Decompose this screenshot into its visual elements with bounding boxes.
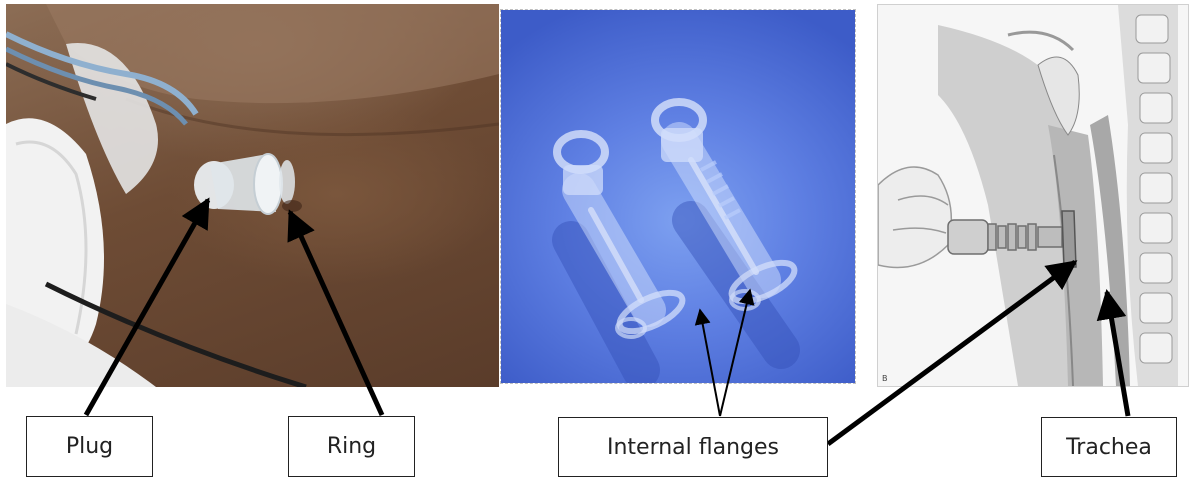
sagittal-neck-drawing: [878, 5, 1188, 386]
neck-photo-illustration: [6, 4, 499, 387]
internal-flanges-label: Internal flanges: [558, 417, 828, 477]
plug-label: Plug: [26, 416, 153, 477]
neck-photo: [6, 4, 499, 387]
trachea-label: Trachea: [1041, 417, 1177, 477]
tracheostomy-button-photo: [501, 10, 855, 383]
panel-letter: B: [882, 374, 888, 383]
ring-label: Ring: [288, 416, 415, 477]
button-devices-illustration: [501, 10, 855, 383]
anatomy-illustration: B: [877, 4, 1189, 387]
